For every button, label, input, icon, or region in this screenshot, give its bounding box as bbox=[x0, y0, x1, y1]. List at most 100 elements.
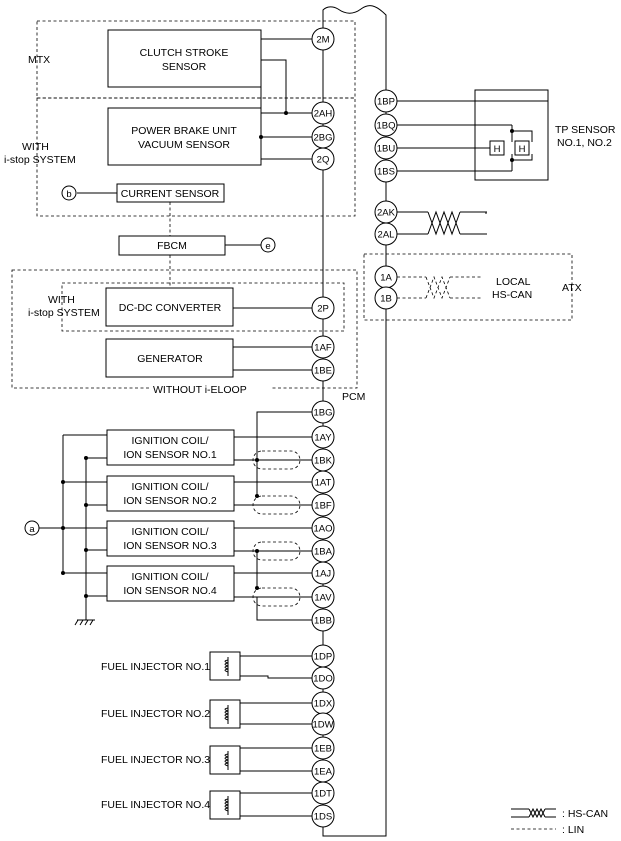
connector-b-label: b bbox=[66, 189, 71, 200]
coil-2-label-1: IGNITION COIL/ bbox=[131, 481, 208, 493]
svg-text:1AV: 1AV bbox=[314, 593, 332, 604]
clutch-label-1: CLUTCH STROKE bbox=[140, 47, 229, 59]
atx-label: ATX bbox=[562, 282, 582, 294]
pin-1DT: 1DT bbox=[311, 781, 335, 805]
istop-group-box bbox=[36, 97, 356, 217]
svg-text:1DO: 1DO bbox=[313, 674, 333, 685]
pin-1BE: 1BE bbox=[311, 358, 335, 382]
fuel-injector-4: FUEL INJECTOR NO.4 bbox=[101, 790, 312, 820]
pin-1AY: 1AY bbox=[311, 425, 335, 449]
coil-1-label-2: ION SENSOR NO.1 bbox=[123, 449, 217, 461]
istop-label-3: WITH bbox=[48, 294, 75, 306]
local-hscan-label-1: LOCAL bbox=[496, 276, 531, 288]
mtx-label: MTX bbox=[28, 54, 50, 66]
pin-1BF: 1BF bbox=[311, 493, 335, 517]
svg-text:1AY: 1AY bbox=[314, 433, 332, 444]
svg-text:2AK: 2AK bbox=[377, 208, 396, 219]
tp-h-2: H bbox=[519, 144, 526, 155]
tp-h-1: H bbox=[494, 144, 501, 155]
svg-text:1B: 1B bbox=[380, 294, 392, 305]
ignition-coil-1-box bbox=[106, 429, 235, 466]
pin-1BS: 1BS bbox=[374, 159, 398, 183]
ignition-coil-2-box bbox=[106, 475, 235, 512]
svg-text:FUEL INJECTOR NO.1: FUEL INJECTOR NO.1 bbox=[101, 661, 210, 673]
current-sensor-label: CURRENT SENSOR bbox=[121, 188, 220, 200]
coil-3-label-2: ION SENSOR NO.3 bbox=[123, 540, 217, 552]
svg-text:1AT: 1AT bbox=[315, 478, 332, 489]
svg-text:FUEL INJECTOR NO.3: FUEL INJECTOR NO.3 bbox=[101, 754, 210, 766]
svg-text:1BQ: 1BQ bbox=[376, 121, 395, 132]
connector-e-label: e bbox=[265, 241, 270, 252]
power-brake-unit-box bbox=[107, 107, 262, 166]
pin-1DS: 1DS bbox=[311, 804, 335, 828]
pin-1DX: 1DX bbox=[311, 691, 335, 715]
dcdc-label: DC-DC CONVERTER bbox=[119, 302, 222, 314]
svg-text:1A: 1A bbox=[380, 273, 392, 284]
svg-text:2AL: 2AL bbox=[378, 230, 395, 241]
tp-sensor-outer-box bbox=[474, 89, 549, 181]
pin-1BG: 1BG bbox=[311, 400, 335, 424]
pin-1AJ: 1AJ bbox=[311, 561, 335, 585]
fbcm-label: FBCM bbox=[157, 240, 187, 252]
generator-label: GENERATOR bbox=[137, 353, 203, 365]
svg-text:2AH: 2AH bbox=[314, 109, 333, 120]
pin-2AH: 2AH bbox=[311, 101, 335, 125]
pin-2Q: 2Q bbox=[311, 147, 335, 171]
ignition-coil-4-box bbox=[106, 565, 235, 602]
svg-text:1EB: 1EB bbox=[314, 744, 332, 755]
svg-text:1DS: 1DS bbox=[314, 812, 332, 823]
tp-sensor-label-1: TP SENSOR bbox=[555, 124, 616, 136]
pin-1BB: 1BB bbox=[311, 608, 335, 632]
istop-label-2: i-stop SYSTEM bbox=[4, 154, 76, 166]
svg-text:1BG: 1BG bbox=[313, 408, 332, 419]
pin-1AV: 1AV bbox=[311, 585, 335, 609]
svg-text:1AJ: 1AJ bbox=[315, 569, 332, 580]
istop-label-4: i-stop SYSTEM bbox=[28, 307, 100, 319]
pin-1A: 1A bbox=[374, 265, 398, 289]
svg-text:1EA: 1EA bbox=[314, 767, 333, 778]
pcm-body bbox=[322, 5, 387, 837]
svg-text:FUEL INJECTOR NO.2: FUEL INJECTOR NO.2 bbox=[101, 708, 210, 720]
svg-text:1AF: 1AF bbox=[314, 343, 332, 354]
svg-text:1BB: 1BB bbox=[314, 616, 332, 627]
pin-1EA: 1EA bbox=[311, 759, 335, 783]
svg-text:1DP: 1DP bbox=[314, 652, 332, 663]
generator-box bbox=[105, 338, 234, 378]
svg-text:1DW: 1DW bbox=[312, 720, 333, 731]
svg-text:1BU: 1BU bbox=[377, 144, 396, 155]
pin-1BK: 1BK bbox=[311, 448, 335, 472]
pin-1EB: 1EB bbox=[311, 736, 335, 760]
pin-1AO: 1AO bbox=[311, 516, 335, 540]
pin-1BU: 1BU bbox=[374, 136, 398, 160]
svg-text:1AO: 1AO bbox=[313, 524, 332, 535]
pin-1DP: 1DP bbox=[311, 644, 335, 668]
svg-text:FUEL INJECTOR NO.4: FUEL INJECTOR NO.4 bbox=[101, 799, 210, 811]
connector-a bbox=[24, 520, 40, 536]
connector-e bbox=[260, 237, 276, 253]
ignition-coil-3-box bbox=[106, 520, 235, 557]
pin-1BQ: 1BQ bbox=[374, 113, 398, 137]
dcdc-converter-box bbox=[105, 287, 234, 327]
coil-4-label-1: IGNITION COIL/ bbox=[131, 571, 208, 583]
pin-1BA: 1BA bbox=[311, 539, 335, 563]
pin-1DW: 1DW bbox=[311, 712, 335, 736]
fuel-injector-3: FUEL INJECTOR NO.3 bbox=[101, 745, 312, 775]
pin-1DO: 1DO bbox=[311, 666, 335, 690]
clutch-label-2: SENSOR bbox=[162, 61, 207, 73]
coil-1-label-1: IGNITION COIL/ bbox=[131, 435, 208, 447]
local-hscan-label-2: HS-CAN bbox=[492, 289, 532, 301]
clutch-stroke-sensor-box bbox=[107, 29, 262, 88]
hscan-twist bbox=[427, 210, 461, 236]
pin-2M: 2M bbox=[311, 27, 335, 51]
pin-1AT: 1AT bbox=[311, 470, 335, 494]
pin-1BP: 1BP bbox=[374, 89, 398, 113]
svg-text:1BP: 1BP bbox=[377, 97, 395, 108]
pcm-label: PCM bbox=[342, 391, 365, 403]
connector-b bbox=[61, 185, 77, 201]
svg-text:2BG: 2BG bbox=[313, 133, 332, 144]
tp-sensor-label-2: NO.1, NO.2 bbox=[557, 137, 612, 149]
pbu-label-1: POWER BRAKE UNIT bbox=[131, 125, 237, 137]
pin-2P: 2P bbox=[311, 296, 335, 320]
fuel-injector-1: FUEL INJECTOR NO.1 bbox=[101, 651, 312, 681]
